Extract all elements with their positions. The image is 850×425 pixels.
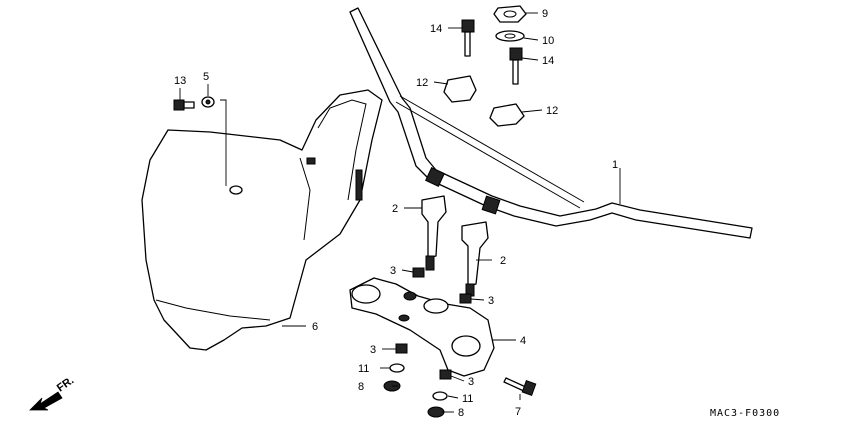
callout-2: 2 [392,203,398,215]
callout-8: 8 [358,381,364,393]
handlebar-holder-right [461,221,489,297]
callout-10: 10 [542,35,554,47]
upper-holder [443,75,525,127]
bolt-13 [173,99,195,111]
collar-5 [201,96,215,108]
callout-8: 8 [458,407,464,419]
callout-2: 2 [500,255,506,267]
top-bridge [349,277,495,377]
callout-3: 3 [370,344,376,356]
callout-13: 13 [174,75,186,87]
front-direction-arrow-icon [29,391,63,411]
flange-nut [395,267,472,380]
callout-12: 12 [416,77,428,89]
diagram-code: MAC3-F0300 [710,408,780,419]
callout-1: 1 [612,159,618,171]
handlebar-holder-left [421,195,447,271]
callout-11: 11 [462,393,473,405]
handlebar [349,7,753,239]
callout-14: 14 [430,23,442,35]
callout-14: 14 [542,55,554,67]
callout-3: 3 [468,376,474,388]
callout-11: 11 [358,363,369,375]
callout-12: 12 [546,105,558,117]
callout-4: 4 [520,335,526,347]
callout-3: 3 [488,295,494,307]
callout-7: 7 [515,406,521,418]
nut-9 [493,5,527,23]
leader-lines [179,12,621,413]
bolt-7 [503,377,537,396]
callout-6: 6 [312,321,318,333]
bolt-14 [461,19,523,85]
front-direction-label: FR. [55,374,76,394]
callout-9: 9 [542,8,548,20]
callout-5: 5 [203,71,209,83]
washer [389,363,448,401]
callout-3: 3 [390,265,396,277]
number-plate [141,89,383,351]
washer-10 [495,30,525,42]
